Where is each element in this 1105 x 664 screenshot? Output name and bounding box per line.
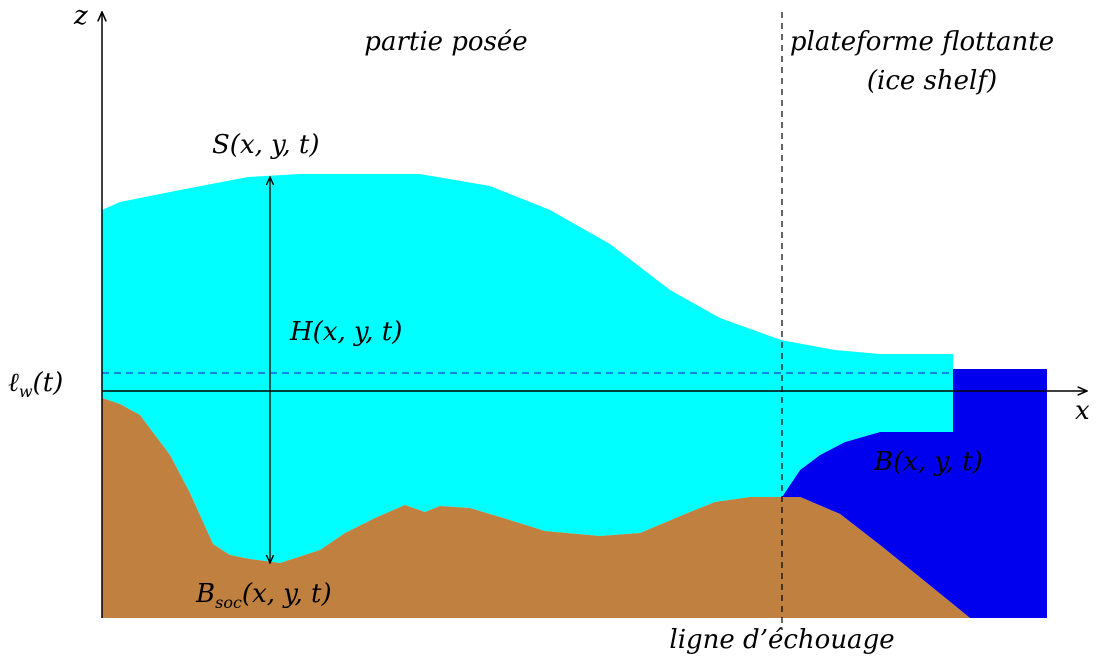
ice-shelf-label: (ice shelf): [867, 66, 997, 96]
ice-sheet-region: [102, 174, 953, 563]
bedrock-label: Bsoc(x, y, t): [195, 579, 332, 612]
ice-base-label: B(x, y, t): [873, 447, 983, 477]
surface-label: S(x, y, t): [212, 130, 320, 160]
thickness-label: H(x, y, t): [289, 317, 402, 347]
x-axis-label: x: [1075, 396, 1090, 426]
ocean-region: [782, 369, 1047, 618]
grounded-part-label: partie posée: [364, 27, 527, 57]
z-axis-label: z: [73, 1, 88, 31]
water-level-label: ℓw(t): [8, 368, 63, 401]
grounding-line-label: ligne d’échouage: [669, 625, 894, 655]
floating-platform-label: plateforme flottante: [790, 27, 1054, 57]
bedrock-region: [102, 398, 970, 618]
